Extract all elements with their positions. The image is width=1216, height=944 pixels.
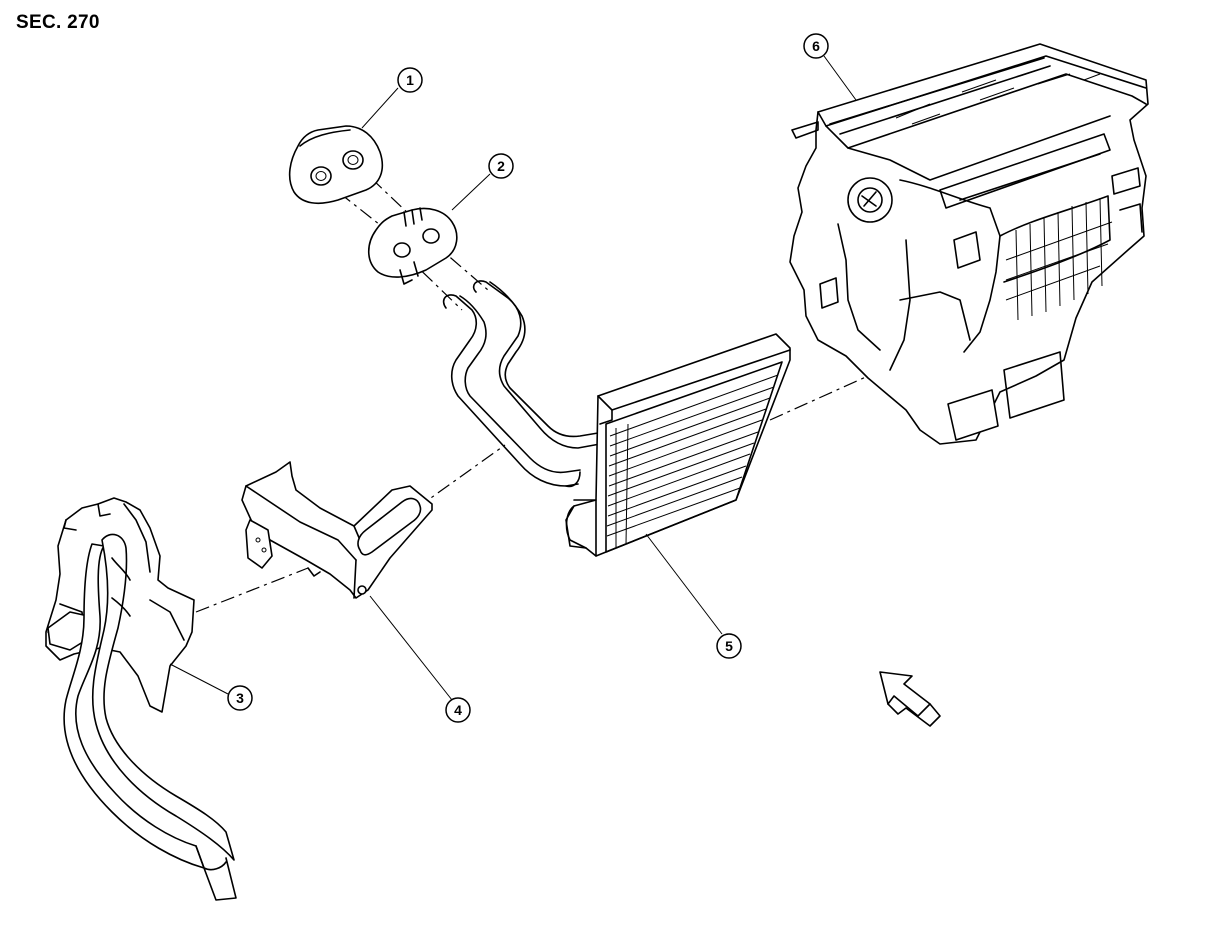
heater-pipes [442,280,610,488]
callout-6-label: 6 [812,38,820,54]
leader-lines [169,55,857,701]
callout-6: 6 [803,33,829,59]
part-4-bracket [241,461,433,599]
callout-4-label: 4 [454,702,462,718]
top-grille-lines [895,65,1101,125]
part-2-grommet [367,207,458,285]
callout-1-label: 1 [406,72,414,88]
callout-3-label: 3 [236,690,244,706]
part-5-heater-core [565,333,791,557]
callout-5: 5 [716,633,742,659]
callout-3: 3 [227,685,253,711]
callout-4: 4 [445,697,471,723]
side-ribs [1005,197,1113,321]
section-label: SEC. 270 [16,12,100,33]
callout-2-label: 2 [497,158,505,174]
callout-2: 2 [488,153,514,179]
front-direction-arrow-icon [879,671,941,727]
callout-1: 1 [397,67,423,93]
part-3-duct [45,497,237,901]
part-1-grommet [288,125,384,205]
callout-5-label: 5 [725,638,733,654]
part-6-heater-unit [789,43,1149,445]
heater-core-fins [606,374,779,548]
